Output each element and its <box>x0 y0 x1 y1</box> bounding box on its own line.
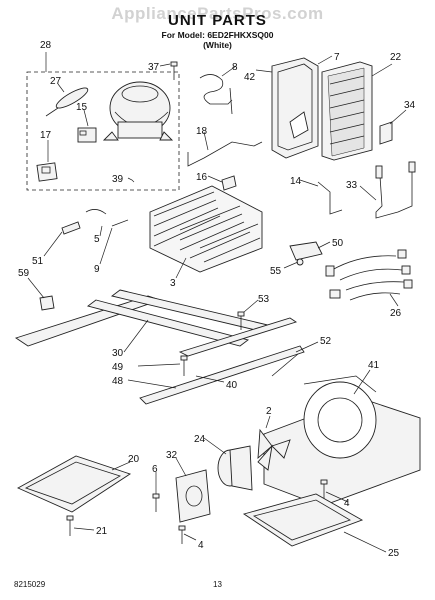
callout-50: 50 <box>332 238 344 249</box>
callout-labels: 28 27 15 17 37 8 42 7 22 34 18 39 16 14 … <box>18 40 416 559</box>
callout-49: 49 <box>112 362 124 373</box>
callout-24: 24 <box>194 434 206 445</box>
callout-28: 28 <box>40 40 52 51</box>
part-51 <box>61 221 81 235</box>
part-59 <box>39 295 55 311</box>
condenser-coil <box>321 61 373 161</box>
page-number: 13 <box>213 580 222 589</box>
callout-51: 51 <box>32 256 44 267</box>
compressor <box>102 81 174 141</box>
callout-30: 30 <box>112 348 124 359</box>
callout-15: 15 <box>76 102 88 113</box>
callout-8: 8 <box>232 62 238 73</box>
callout-21: 21 <box>96 526 108 537</box>
callout-6: 6 <box>152 464 158 475</box>
drain-pan <box>242 493 364 547</box>
callout-52: 52 <box>320 336 332 347</box>
screw-37 <box>170 61 178 80</box>
page-title: UNIT PARTS <box>168 12 267 29</box>
bracket-14 <box>317 181 343 215</box>
callout-59: 59 <box>18 268 30 279</box>
callout-42: 42 <box>244 72 256 83</box>
screw-6 <box>152 493 160 512</box>
callout-25: 25 <box>388 548 400 559</box>
fan-motor-bracket <box>263 375 421 507</box>
screw-49 <box>180 355 188 376</box>
watermark: AppliancePartsPros.com <box>111 4 324 23</box>
doc-number: 8215029 <box>14 580 46 589</box>
screw-53 <box>237 311 245 330</box>
wire-harness-26 <box>325 249 413 301</box>
wire-harness-33 <box>375 161 416 219</box>
callout-3: 3 <box>170 278 176 289</box>
callout-48: 48 <box>112 376 124 387</box>
callout-39: 39 <box>112 174 124 185</box>
callout-17: 17 <box>40 130 52 141</box>
wire-5 <box>85 209 107 215</box>
callout-4-lower: 4 <box>198 540 204 551</box>
bolt-52 <box>271 353 299 377</box>
callout-20: 20 <box>128 454 140 465</box>
callout-5: 5 <box>94 234 100 245</box>
callout-2: 2 <box>266 406 272 417</box>
callout-33: 33 <box>346 180 358 191</box>
start-relay <box>77 127 97 143</box>
fan-shroud <box>271 57 319 159</box>
callout-37: 37 <box>148 62 160 73</box>
model-line: For Model: 6ED2FHKXSQ00 <box>161 30 274 40</box>
callout-27: 27 <box>50 76 62 87</box>
callout-7: 7 <box>334 52 340 63</box>
part-9 <box>111 219 129 227</box>
capacitor <box>36 162 58 182</box>
cover-50 <box>289 241 323 261</box>
callout-14: 14 <box>290 176 302 187</box>
evaporator <box>149 185 263 273</box>
condenser-bracket <box>379 121 393 145</box>
callout-18: 18 <box>196 126 208 137</box>
tube-stub <box>229 87 233 115</box>
fan-blade <box>257 428 291 471</box>
suction-line <box>187 141 263 167</box>
callout-53: 53 <box>258 294 270 305</box>
condenser-tube <box>199 74 233 105</box>
clip-16 <box>221 175 237 191</box>
callout-32: 32 <box>166 450 178 461</box>
cover-plate-20 <box>16 455 132 513</box>
callout-16: 16 <box>196 172 208 183</box>
base-frame <box>14 289 305 405</box>
compressor-kit-outline <box>26 71 180 191</box>
callout-4-upper: 4 <box>344 498 350 509</box>
motor-bracket-32 <box>175 469 211 523</box>
callout-40: 40 <box>226 380 238 391</box>
leader-lines <box>27 52 407 553</box>
callout-34: 34 <box>404 100 416 111</box>
screw-4-lower <box>178 525 186 544</box>
callout-26: 26 <box>390 308 402 319</box>
callout-9: 9 <box>94 264 100 275</box>
callout-55: 55 <box>270 266 282 277</box>
screw-21 <box>66 515 74 536</box>
overload <box>45 87 89 117</box>
color-line: (White) <box>203 40 232 50</box>
callout-41: 41 <box>368 360 380 371</box>
screw-4-upper <box>320 479 328 500</box>
screw-55 <box>296 258 304 266</box>
callout-22: 22 <box>390 52 402 63</box>
fan-motor <box>217 445 253 491</box>
